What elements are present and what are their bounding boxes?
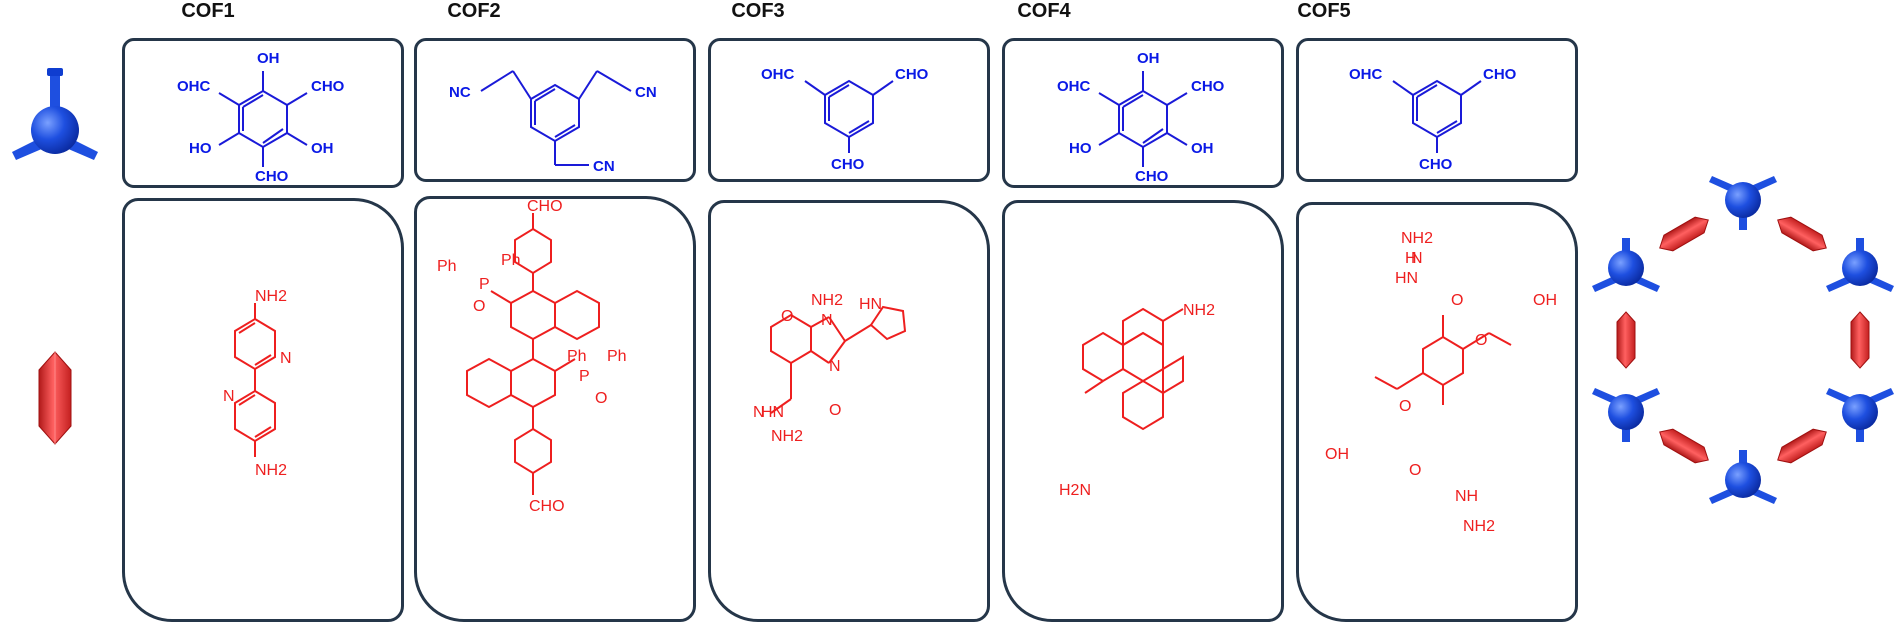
cof4-title: COF4 — [1017, 0, 1071, 22]
framework-linker-2 — [1772, 211, 1832, 257]
cof5-hn-top: HN — [1395, 270, 1418, 287]
cof1-ho-left: HO — [189, 140, 212, 157]
framework-node-upper-right — [1826, 238, 1894, 292]
cof1-node-structure: OH OHC CHO HO OH CHO — [177, 50, 345, 185]
cof1-nh2-bottom: NH2 — [255, 462, 287, 479]
cof5-o-top: O — [1451, 292, 1463, 309]
cof1-linker-box: NH2 N N NH2 — [122, 198, 404, 622]
cof5-o-ether-left: O — [1399, 398, 1411, 415]
cof2-ph-1: Ph — [437, 258, 457, 275]
cof1-oh-right: OH — [311, 140, 334, 157]
cof3-n-1: N — [821, 312, 833, 329]
cof4-cho-right: CHO — [1191, 78, 1225, 95]
cof2-cho-top: CHO — [527, 199, 563, 215]
cof5-h: H — [1405, 250, 1417, 267]
cof5-node-structure: OHC CHO CHO — [1349, 66, 1517, 173]
cof2-p-2: P — [579, 368, 590, 385]
framework-linker-1 — [1654, 211, 1714, 257]
cof3-hn: HN — [761, 404, 784, 421]
cof2-o-1: O — [473, 298, 485, 315]
cof4-h2n: H2N — [1059, 482, 1091, 499]
cof4-cho-bottom: CHO — [1135, 168, 1169, 185]
framework-node-top — [1709, 176, 1777, 230]
cof2-linker-box: CHO Ph Ph P O Ph Ph P O CHO — [414, 196, 696, 622]
cof1-node-box: OH OHC CHO HO OH CHO — [122, 38, 404, 188]
cof3-ohc-left: OHC — [761, 66, 795, 83]
ditopic-linker-icon — [38, 351, 72, 445]
cof3-nh2: NH2 — [811, 292, 843, 309]
cof3-node-box: OHC CHO CHO — [708, 38, 990, 182]
cof2-node-box: NC CN CN — [414, 38, 696, 182]
cof5-title: COF5 — [1297, 0, 1351, 22]
cof4-nh2: NH2 — [1183, 302, 1215, 319]
cof2-title: COF2 — [447, 0, 501, 22]
cof5-linker-box: H N NH2 HN O O OH O OH O NH NH2 — [1296, 202, 1578, 622]
cof3-cho-right: CHO — [895, 66, 929, 83]
cof4-node-box: OH OHC CHO HO OH CHO — [1002, 38, 1284, 188]
framework-node-lower-right — [1826, 388, 1894, 442]
cof5-linker-structure: H N NH2 HN O O OH O OH O NH NH2 — [1325, 230, 1557, 535]
cof3-nh2-bottom: NH2 — [771, 428, 803, 445]
cof1-n-left: N — [223, 388, 235, 405]
cof5-nh2-top: NH2 — [1401, 230, 1433, 247]
cof5-oh-left: OH — [1325, 446, 1349, 463]
cof1-cho-bottom: CHO — [255, 168, 289, 185]
cof5-cho-bottom: CHO — [1419, 156, 1453, 173]
cof5-cho-right: CHO — [1483, 66, 1517, 83]
cof5-n-top: N — [1411, 250, 1423, 267]
cof2-p-1: P — [479, 276, 490, 293]
cof5-o-ether-right: O — [1475, 332, 1487, 349]
framework-linker-6 — [1772, 423, 1832, 469]
cof3-title: COF3 — [731, 0, 785, 22]
cof3-linker-box: NH2 N HN O N N HN NH2 O — [708, 200, 990, 622]
cof3-o-2: O — [829, 402, 841, 419]
cof3-o-1: O — [781, 308, 793, 325]
cof2-node-structure: NC CN CN — [449, 70, 657, 175]
cof4-node-structure: OH OHC CHO HO OH CHO — [1057, 50, 1225, 185]
cof3-hn-ring: HN — [859, 296, 882, 313]
cof4-oh-top: OH — [1137, 50, 1160, 67]
cof1-linker-structure: NH2 N N NH2 — [223, 288, 292, 479]
cof5-ohc-left: OHC — [1349, 66, 1383, 83]
cof4-oh-right: OH — [1191, 140, 1214, 157]
framework-node-lower-left — [1592, 388, 1660, 442]
cof5-node-box: OHC CHO CHO — [1296, 38, 1578, 182]
cof3-linker-structure: NH2 N HN O N N HN NH2 O — [753, 292, 907, 445]
cof2-linker-structure: CHO Ph Ph P O Ph Ph P O CHO — [437, 198, 627, 515]
framework-linker-3 — [1616, 311, 1636, 369]
cof4-ohc-left: OHC — [1057, 78, 1091, 95]
tritopic-node-icon — [12, 68, 98, 160]
cof2-o-2: O — [595, 390, 607, 407]
cof5-nh-bottom: NH — [1455, 488, 1478, 505]
framework-linker-5 — [1654, 423, 1714, 469]
cof1-n-right: N — [280, 350, 292, 367]
cof1-ohc-left: OHC — [177, 78, 211, 95]
cof5-oh-right: OH — [1533, 292, 1557, 309]
cof2-cn-right: CN — [635, 84, 657, 101]
hexagonal-framework-illustration — [1592, 176, 1894, 504]
cof2-ph-2: Ph — [501, 252, 521, 269]
cof1-nh2-top: NH2 — [255, 288, 287, 305]
cof4-linker-box: NH2 H2N — [1002, 200, 1284, 622]
framework-node-upper-left — [1592, 238, 1660, 292]
cof2-nc-left: NC — [449, 84, 471, 101]
cof3-n-2: N — [829, 358, 841, 375]
cof1-title: COF1 — [181, 0, 235, 22]
cof2-ph-4: Ph — [607, 348, 627, 365]
cof2-cn-bottom: CN — [593, 158, 615, 175]
cof1-oh-top: OH — [257, 50, 280, 67]
cof3-node-structure: OHC CHO CHO — [761, 66, 929, 173]
cof4-ho-left: HO — [1069, 140, 1092, 157]
cof2-cho-bottom: CHO — [529, 498, 565, 515]
cof4-linker-structure: NH2 H2N — [1059, 302, 1215, 499]
cof3-n-3: N — [753, 404, 765, 421]
cof5-o-bottom: O — [1409, 462, 1421, 479]
framework-linker-4 — [1850, 311, 1870, 369]
framework-node-bottom — [1709, 450, 1777, 504]
cof3-cho-bottom: CHO — [831, 156, 865, 173]
cof2-ph-3: Ph — [567, 348, 587, 365]
cof1-cho-right: CHO — [311, 78, 345, 95]
cof5-nh2-bottom: NH2 — [1463, 518, 1495, 535]
